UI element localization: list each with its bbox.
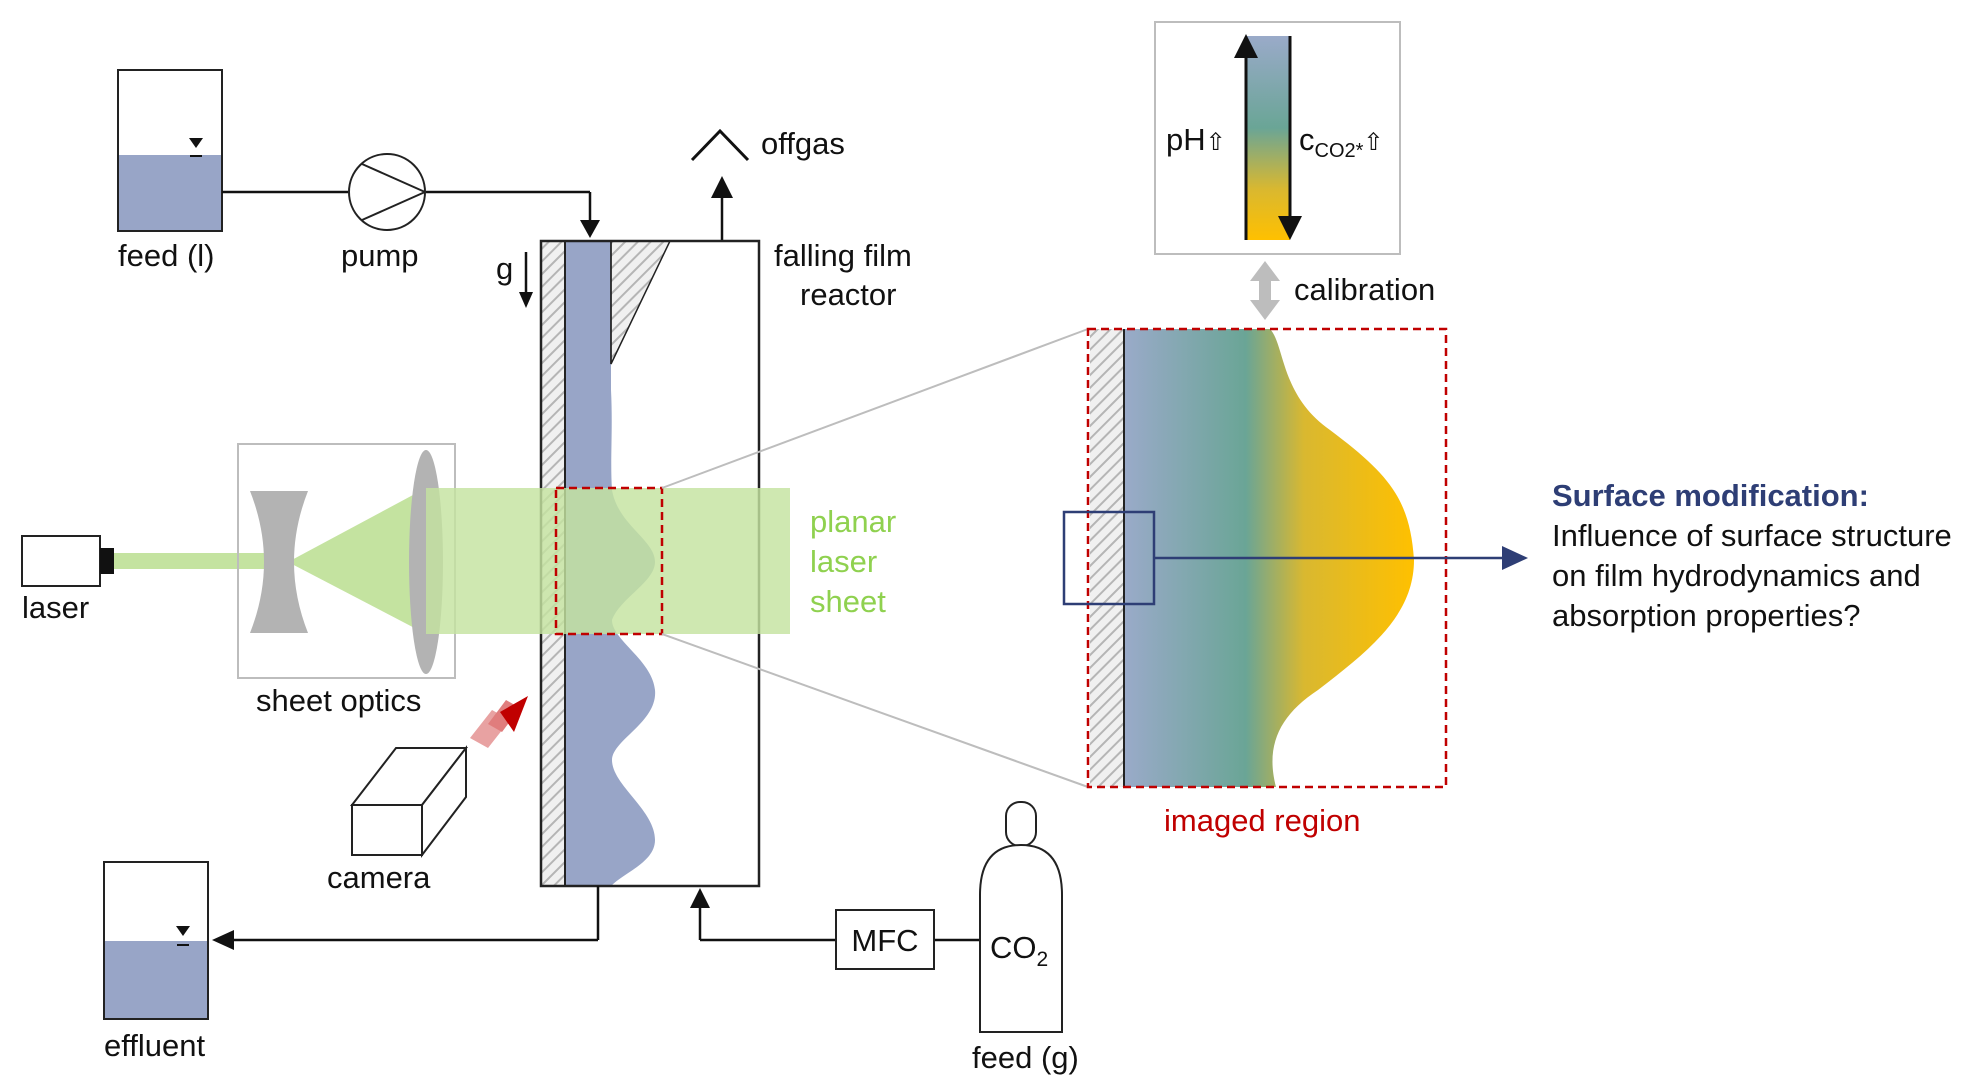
feed-line: [222, 190, 600, 238]
annotation-title: Surface modification:: [1552, 478, 1869, 513]
ph-arrow-icon: [1234, 34, 1258, 240]
concentration-arrow-icon: [1278, 36, 1302, 240]
camera-icon: [349, 696, 528, 858]
concave-lens-icon: [250, 491, 308, 633]
co2-cylinder-icon: [979, 801, 1063, 1033]
imaged-region-marker: [554, 486, 664, 636]
imaged-region-label: imaged region: [1164, 803, 1360, 838]
gravity-arrow-icon: [519, 252, 533, 308]
sheet-optics-label: sheet optics: [256, 683, 421, 718]
feed-tank: [117, 69, 223, 232]
annotation-line-1: Influence of surface structure: [1552, 518, 1952, 553]
effluent-level-icon: [176, 926, 190, 936]
mfc-label: MFC: [851, 923, 918, 958]
ph-label: pH⇧: [1166, 122, 1226, 157]
laser-beam: [114, 488, 426, 634]
gas-feed-line: [690, 888, 980, 942]
effluent-tank: [103, 861, 209, 1020]
planar-label-line3: sheet: [810, 584, 886, 619]
planar-label-line1: planar: [810, 504, 896, 539]
feed-liquid-label: feed (l): [118, 238, 214, 273]
laser-source-icon: [21, 535, 114, 587]
liquid-level-icon: [189, 138, 203, 148]
pump-label: pump: [341, 238, 419, 273]
annotation-line-2: on film hydrodynamics and: [1552, 558, 1921, 593]
reactor-label-line2: reactor: [800, 277, 896, 312]
offgas-vent-icon: [690, 128, 750, 162]
offgas-label: offgas: [761, 126, 845, 161]
calibration-double-arrow-icon: [1250, 261, 1280, 320]
laser-label: laser: [22, 590, 89, 625]
mfc-box: [835, 909, 935, 970]
co2-label: CO2: [990, 930, 1048, 971]
camera-label: camera: [327, 860, 431, 895]
annotation-line-3: absorption properties?: [1552, 598, 1860, 633]
zoom-connector-lines: [661, 328, 1089, 788]
offgas-line: [711, 176, 733, 241]
calibration-label: calibration: [1294, 272, 1435, 307]
calibration-gradient-bar: [1246, 36, 1290, 240]
feed-gas-label: feed (g): [972, 1040, 1079, 1075]
effluent-line: [212, 886, 600, 950]
concentration-label: cCO2*⇧: [1299, 122, 1384, 162]
gravity-label: g: [496, 251, 513, 286]
planar-label-line2: laser: [810, 544, 877, 579]
reactor-label-line1: falling film: [774, 238, 912, 273]
planar-laser-sheet: [426, 488, 790, 634]
surface-modification-arrow: [1154, 546, 1528, 570]
pump-icon: [348, 153, 426, 231]
effluent-label: effluent: [104, 1028, 206, 1063]
